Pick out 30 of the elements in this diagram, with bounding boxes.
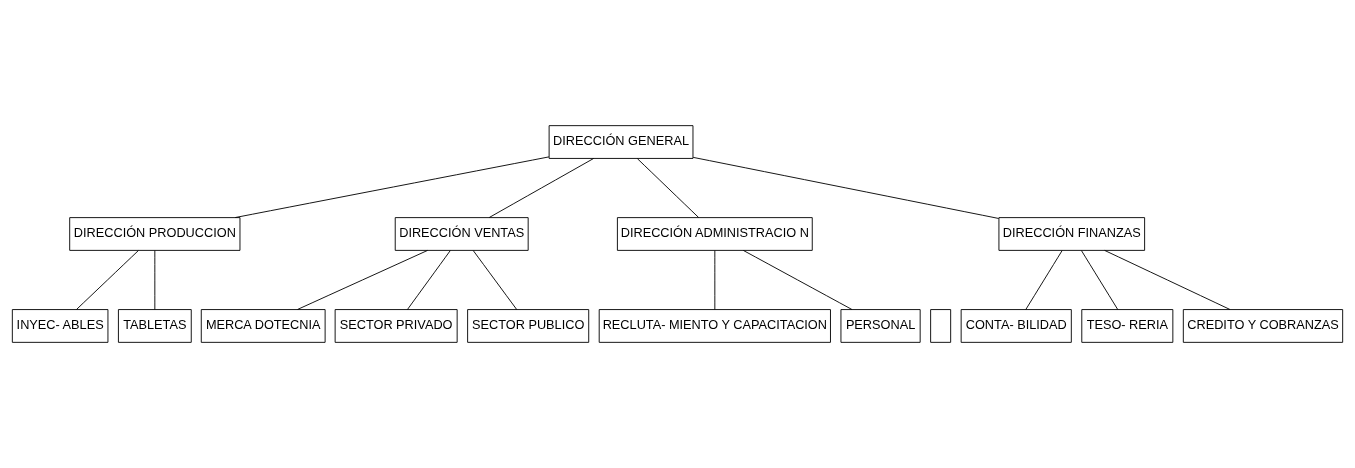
connector (472, 250, 518, 310)
node-box: MERCA DOTECNIA (200, 309, 326, 343)
node-box: DIRECCIÓN ADMINISTRACIO N (616, 217, 813, 251)
node-box: DIRECCIÓN VENTAS (394, 217, 529, 251)
node-box: SECTOR PRIVADO (334, 309, 458, 343)
connector (406, 250, 451, 310)
connector (1081, 250, 1119, 310)
node-box: CREDITO Y COBRANZAS (1182, 309, 1344, 343)
node-box: DIRECCIÓN FINANZAS (998, 217, 1146, 251)
node-box: RECLUTA- MIENTO Y CAPACITACION (598, 309, 831, 343)
node-box: DIRECCIÓN GENERAL (548, 125, 694, 159)
node-box: TABLETAS (117, 309, 192, 343)
connector (234, 156, 550, 218)
connector (1025, 250, 1063, 310)
node-box: PERSONAL (840, 309, 921, 343)
node-box: CONTA- BILIDAD (960, 309, 1072, 343)
connector (636, 158, 700, 218)
node-box: DIRECCIÓN PRODUCCION (69, 217, 241, 251)
connector (692, 156, 1000, 219)
connector (742, 249, 853, 310)
connector (154, 250, 156, 310)
node-box (930, 309, 952, 343)
connector (297, 249, 429, 310)
connector (714, 250, 716, 310)
connector (488, 158, 595, 218)
node-box: INYEC- ABLES (11, 309, 109, 343)
node-box: SECTOR PUBLICO (467, 309, 590, 343)
node-box: TESO- RERIA (1081, 309, 1174, 343)
connector (76, 250, 139, 310)
connector (1104, 249, 1231, 310)
